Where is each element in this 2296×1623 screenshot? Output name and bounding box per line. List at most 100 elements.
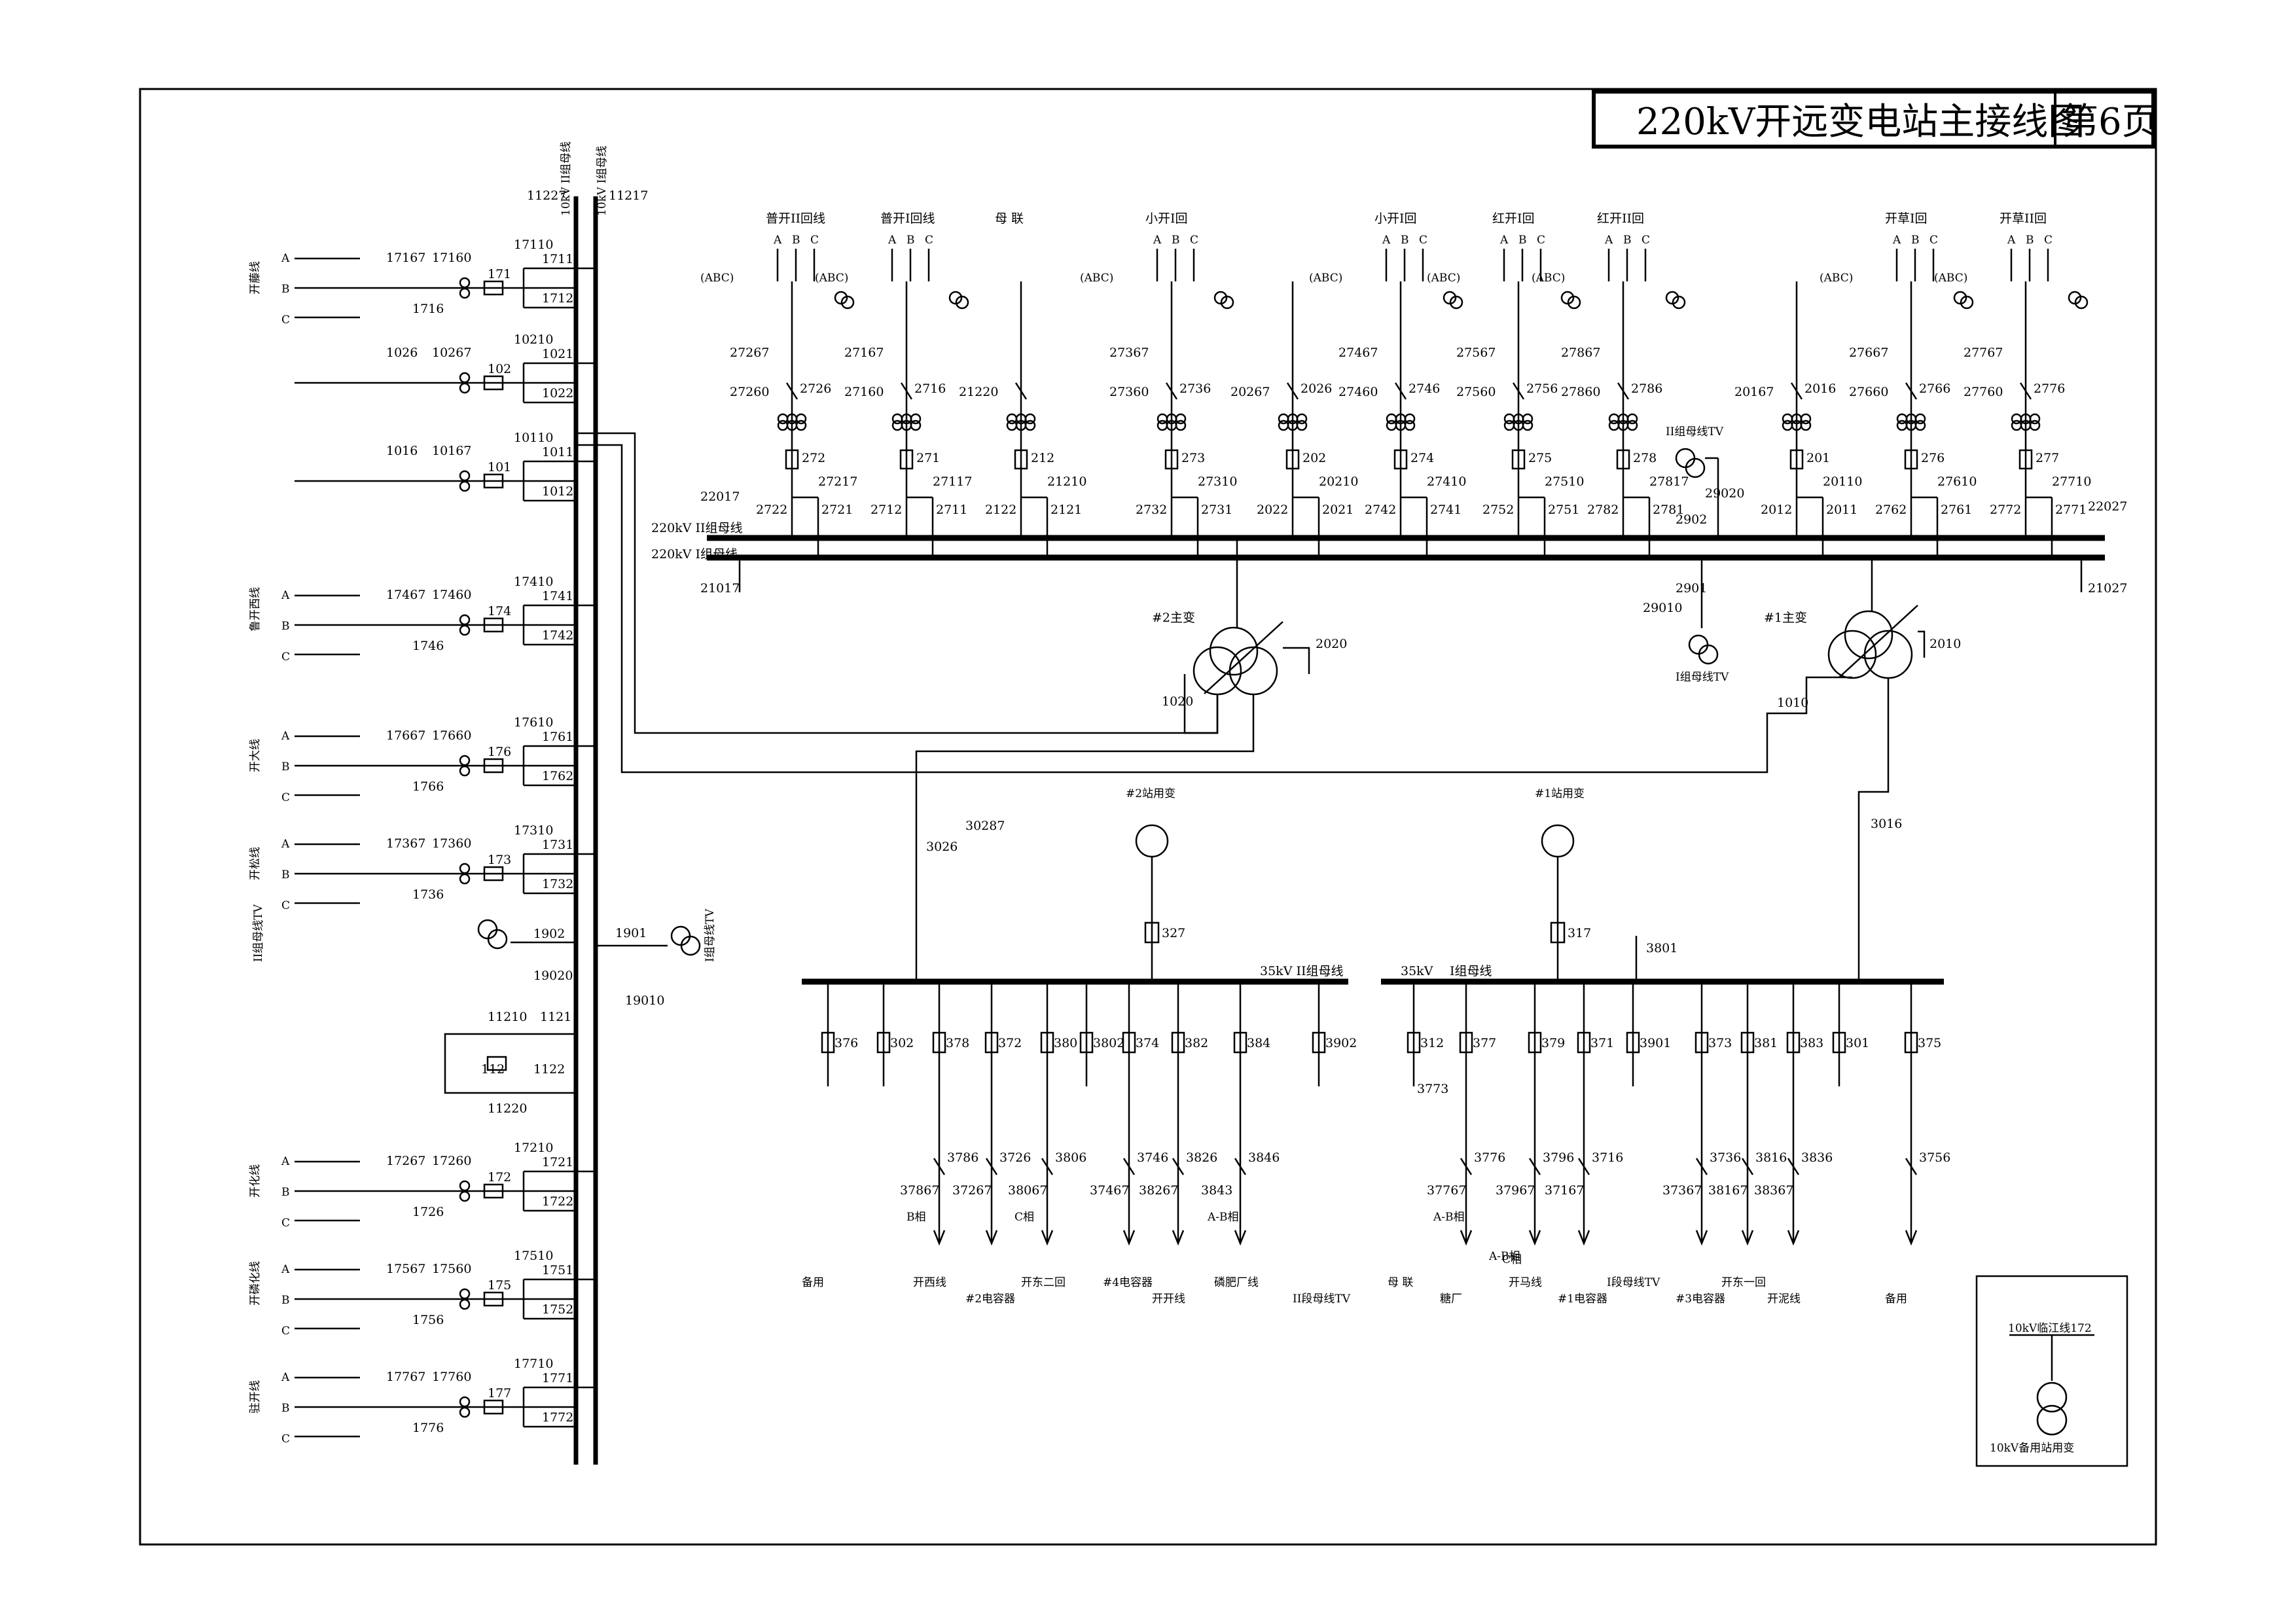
- grd-label: 37967: [1496, 1183, 1535, 1198]
- feeder-35-name: 开泥线: [1767, 1293, 1801, 1306]
- sw-label: 2776: [2034, 382, 2065, 396]
- breaker-label: 379: [1541, 1036, 1565, 1050]
- phase-label: C相: [1014, 1211, 1034, 1224]
- breaker-label: 171: [488, 267, 511, 281]
- grd-label: 3843: [1201, 1183, 1232, 1198]
- sw-label: 1732: [542, 877, 573, 891]
- standby-transformer-legend: 10kV临江线172 10kV备用站用变: [1975, 1275, 2128, 1467]
- grd-label: 27217: [818, 474, 857, 489]
- phase-b: B: [281, 1186, 290, 1199]
- grd-label: 17610: [514, 715, 553, 730]
- grd-label: 27710: [2052, 474, 2091, 489]
- grd-label: 20267: [1230, 385, 1270, 399]
- grd-label: 27767: [1964, 346, 2003, 360]
- breaker-label: 312: [1420, 1036, 1444, 1050]
- phase-c: C: [281, 1433, 290, 1446]
- tv2-220-label: II组母线TV: [1666, 425, 1724, 438]
- feeder-35-name: 备用: [802, 1276, 824, 1289]
- sw-label: 2786: [1631, 382, 1662, 396]
- breaker-label: 3901: [1640, 1036, 1671, 1050]
- breaker-label: 275: [1528, 451, 1552, 465]
- grd-label: 17110: [514, 238, 553, 252]
- bus-35kv: 35kV II组母线 35kV I组母线 3026 30287 3016 #2站…: [802, 787, 1944, 985]
- breaker-label: 377: [1473, 1036, 1496, 1050]
- breaker-label: 276: [1921, 451, 1945, 465]
- grd-label: 10267: [432, 346, 471, 360]
- phase-a: A: [281, 252, 290, 265]
- grd-label: 17167: [386, 251, 425, 265]
- phase-abc: (ABC): [700, 272, 734, 285]
- sw-label: 2756: [1526, 382, 1558, 396]
- title-block: 220kV开远变电站主接线图 第6页: [1592, 90, 2159, 149]
- phase-a: A: [281, 730, 290, 743]
- grd-label: 17260: [432, 1154, 471, 1168]
- feeder-220-name: 开草I回: [1885, 211, 1928, 226]
- tv1-10-label: I组母线TV: [704, 908, 717, 962]
- phase-c: C: [2044, 234, 2053, 247]
- phase-label: A-B相: [1488, 1250, 1520, 1263]
- sw-label: 3776: [1474, 1150, 1505, 1165]
- grd-label: 17267: [386, 1154, 425, 1168]
- sw-label: 3746: [1137, 1150, 1168, 1165]
- sw-label: 2771: [2055, 503, 2087, 517]
- feeder-220-name: 小开I回: [1145, 211, 1188, 226]
- feeder-220-name: 小开I回: [1374, 211, 1417, 226]
- grd-label: 1016: [386, 444, 418, 458]
- grd-label: 27660: [1849, 385, 1888, 399]
- sw-label: 2752: [1482, 503, 1514, 517]
- breaker-label: 174: [488, 604, 511, 618]
- grd-30287: 30287: [965, 819, 1005, 833]
- breaker-label: 278: [1633, 451, 1657, 465]
- phase-a: A: [1382, 234, 1391, 247]
- grd-label: 38367: [1754, 1183, 1793, 1198]
- phase-b: B: [281, 620, 290, 633]
- phase-abc: (ABC): [1080, 272, 1113, 285]
- feeder-220-name: 开草II回: [2000, 211, 2047, 226]
- phase-a: A: [2007, 234, 2016, 247]
- sw-2902: 2902: [1676, 512, 1707, 527]
- sw-label: 3806: [1055, 1150, 1086, 1165]
- grd-label: 17160: [432, 251, 471, 265]
- tv2-10-label: II组母线TV: [252, 904, 265, 962]
- transformer-2-label: #2主变: [1152, 611, 1195, 625]
- bus-220-tv: II组母线TV 29020 2902 2901 29010 I组母线TV: [1643, 425, 1744, 684]
- phase-c: C: [281, 791, 290, 804]
- grd-label: 27867: [1561, 346, 1600, 360]
- phase-b: B: [281, 868, 290, 882]
- feeder-220-name: 普开I回线: [880, 211, 935, 226]
- brk-317: 317: [1568, 926, 1591, 940]
- phase-a: A: [1499, 234, 1509, 247]
- sw-label: 1742: [542, 628, 573, 643]
- sw-label: 2761: [1941, 503, 1972, 517]
- breaker-label: 274: [1410, 451, 1434, 465]
- drawing-frame: [139, 88, 2157, 1546]
- sw-label: 3796: [1543, 1150, 1574, 1165]
- sw-label: 2766: [1919, 382, 1950, 396]
- breaker-label: 201: [1806, 451, 1830, 465]
- breaker-label: 272: [802, 451, 825, 465]
- station-transformer-2-label: #2站用变: [1126, 787, 1175, 800]
- breaker-label: 173: [488, 853, 511, 867]
- grd-label: 27667: [1849, 346, 1888, 360]
- breaker-label: 381: [1754, 1036, 1778, 1050]
- feeder-220-name: 普开II回线: [766, 211, 825, 226]
- phase-abc: (ABC): [1934, 272, 1967, 285]
- phase-b: B: [281, 760, 290, 774]
- breaker-label: 273: [1181, 451, 1205, 465]
- sw-label: 1722: [542, 1194, 573, 1209]
- sw-label: 2022: [1257, 503, 1288, 517]
- feeder-10-name: 驻开线: [249, 1380, 262, 1414]
- breaker-label: 372: [998, 1036, 1022, 1050]
- breaker-label: 175: [488, 1278, 511, 1293]
